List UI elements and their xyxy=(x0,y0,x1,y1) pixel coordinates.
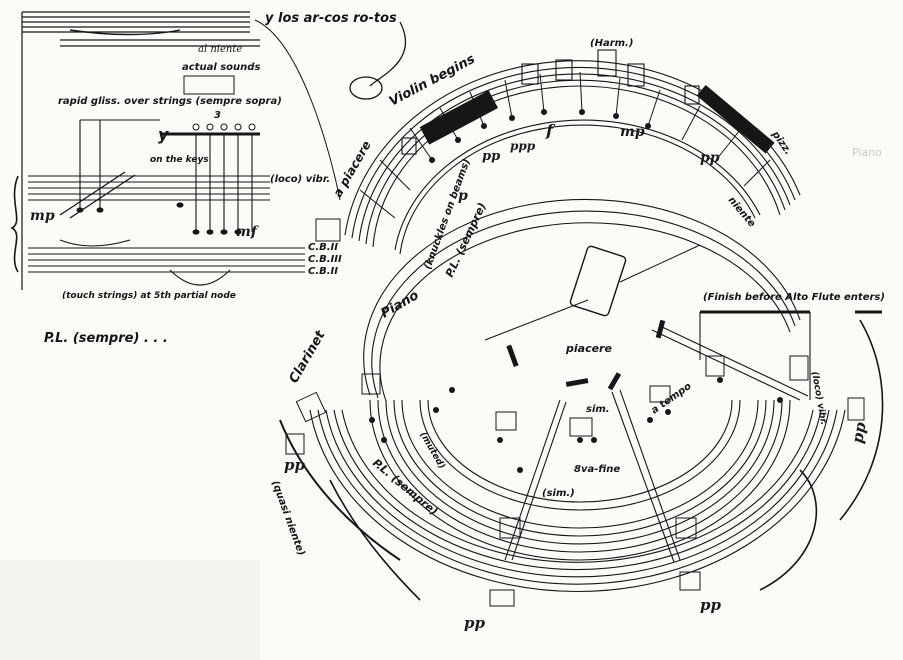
pedal-note: (touch strings) at 5th partial node xyxy=(62,291,236,301)
harmonics-tag: (Harm.) xyxy=(590,38,633,49)
cb-label-2: C.B.III xyxy=(308,254,342,265)
piacere-label: piacere xyxy=(565,342,612,355)
sim-label: sim. xyxy=(586,404,610,415)
violin-dyn-pp: pp xyxy=(482,149,500,164)
dyn-pp-left: pp xyxy=(284,456,305,474)
header-direction: y los ar-cos ro-tos xyxy=(265,11,397,26)
cb-label-1: C.B.II xyxy=(308,242,338,253)
dynamic-mf: mf xyxy=(236,224,260,240)
violin-dyn-ppp: ppp xyxy=(510,139,536,153)
cb-label-3: C.B.II xyxy=(308,266,338,277)
on-the-keys-label: on the keys xyxy=(150,155,209,165)
ecco-label: 8va-fine xyxy=(574,464,620,475)
finish-before-label: (Finish before Alto Flute enters) xyxy=(703,292,885,303)
violin-dyn-pp2: pp xyxy=(700,150,720,166)
gliss-instruction: rapid gliss. over strings (sempre sopra) xyxy=(58,96,282,107)
breath-mark: y xyxy=(158,125,169,144)
ce-simile-label: (sim.) xyxy=(542,488,575,499)
dyn-pp-right: pp xyxy=(848,420,869,444)
violin-dyn-f: f xyxy=(545,121,556,140)
dynamic-mp: mp xyxy=(30,208,55,224)
triplet-mark: 3 xyxy=(214,110,221,121)
violin-dyn-mp: mp xyxy=(620,124,645,140)
violin-dyn-p: p xyxy=(458,188,468,204)
loco-vibr-label: (loco) vibr. xyxy=(270,174,330,185)
dyn-pp-bottom-right: pp xyxy=(700,596,721,614)
piano-margin-label: Piano xyxy=(852,146,882,159)
actual-sounds-label: actual sounds xyxy=(182,62,260,73)
pl-sempre-left: P.L. (sempre) . . . xyxy=(44,331,168,346)
al-niente-label: al niente xyxy=(198,44,242,55)
dyn-pp-bottom: pp xyxy=(464,614,485,632)
top-left-system: y los ar-cos ro-tos al niente actual sou… xyxy=(10,11,397,346)
